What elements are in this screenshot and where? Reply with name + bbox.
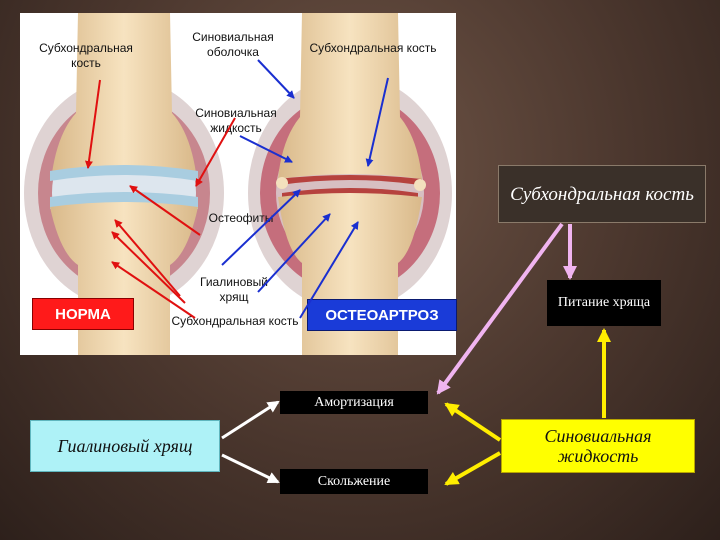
osteophyte-right (414, 179, 426, 191)
joint-illustration: Субхондральная кость Синовиальная оболоч… (20, 13, 457, 355)
arrow-yellow-to-sliding (444, 451, 501, 486)
cartilage-nutrition-box: Питание хряща (547, 280, 661, 326)
label-subchondral-bone-top-right: Субхондральная кость (309, 41, 437, 55)
subchondral-bone-box: Субхондральная кость (498, 165, 706, 223)
osteoarthritis-tag: ОСТЕОАРТРОЗ (307, 299, 457, 331)
osteo-erosion-upper (278, 175, 422, 185)
label-synovial-membrane: Синовиальная оболочка (192, 30, 274, 59)
label-subchondral-bone-bottom: Субхондральная кость (171, 314, 299, 328)
label-osteophytes: Остеофиты (208, 211, 274, 225)
arrow-yellow-to-amortization (444, 402, 502, 442)
amortization-box: Амортизация (280, 391, 428, 414)
label-subchondral-bone-top-left: Субхондральная кость (39, 41, 133, 70)
synovial-fluid-box: Синовиальная жидкость (501, 419, 695, 473)
normal-upper-cartilage (50, 165, 198, 181)
normal-tag: НОРМА (32, 298, 134, 330)
arrow-white-to-sliding (221, 453, 280, 484)
hyaline-cartilage-box: Гиалиновый хрящ (30, 420, 220, 472)
label-synovial-fluid: Синовиальная жидкость (195, 106, 277, 135)
arrow-white-to-amortization (221, 400, 280, 440)
label-hyaline-cartilage: Гиалиновый хрящ (200, 275, 268, 304)
osteophyte-left (276, 177, 288, 189)
sliding-box: Скольжение (280, 469, 428, 494)
